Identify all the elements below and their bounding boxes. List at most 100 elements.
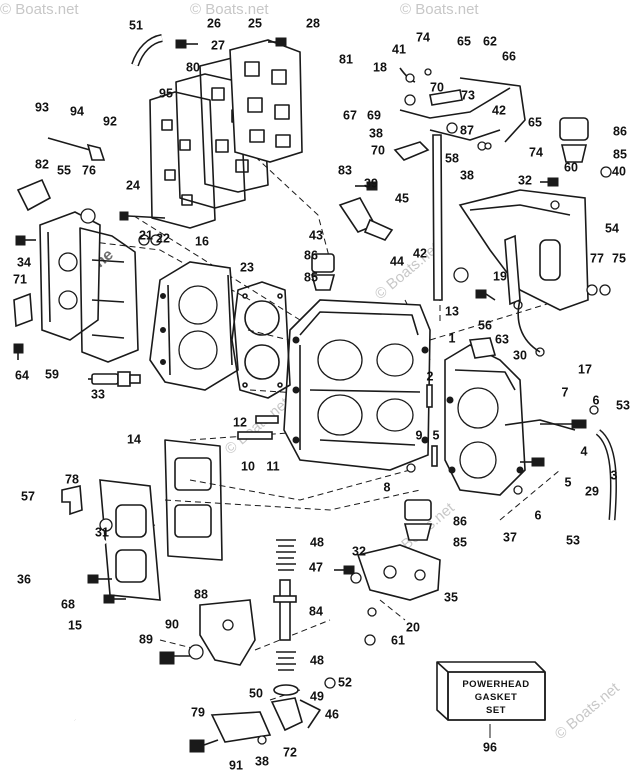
part-callout-21: 21	[139, 228, 153, 242]
part-callout-9: 9	[416, 428, 423, 442]
crankcase-half	[444, 337, 576, 496]
mounting-bracket	[458, 189, 589, 311]
part-callout-5: 5	[433, 428, 440, 442]
part-callout-89: 89	[139, 632, 153, 646]
bolt	[159, 651, 192, 665]
part-callout-19: 19	[493, 269, 507, 283]
part-callout-82: 82	[35, 157, 49, 171]
part-callout-17: 17	[578, 362, 592, 376]
part-callout-64: 64	[15, 368, 29, 382]
part-callout-78: 78	[65, 472, 79, 486]
part-callout-22: 22	[156, 231, 170, 245]
dowel-pin	[237, 431, 273, 440]
part-callout-39: 39	[364, 176, 378, 190]
part-callout-50: 50	[249, 686, 263, 700]
thermostat-grommets	[310, 117, 589, 541]
part-callout-76: 76	[82, 163, 96, 177]
part-callout-25: 25	[248, 16, 262, 30]
part-callout-94: 94	[70, 104, 84, 118]
part-callout-49: 49	[310, 689, 324, 703]
part-callout-57: 57	[21, 489, 35, 503]
bolt	[175, 39, 198, 49]
part-callout-13: 13	[445, 304, 459, 318]
watermark-text: © Boats.net	[400, 1, 479, 18]
part-callout-58: 58	[445, 151, 459, 165]
part-callout-52: 52	[338, 675, 352, 689]
part-callout-6: 6	[535, 508, 542, 522]
part-callout-72: 72	[283, 745, 297, 759]
part-callout-85: 85	[453, 535, 467, 549]
part-callout-20: 20	[406, 620, 420, 634]
part-callout-53: 53	[566, 533, 580, 547]
part-callout-85: 85	[613, 147, 627, 161]
hoses	[41, 34, 618, 722]
bolt	[355, 181, 378, 191]
dowel-pin	[431, 445, 438, 467]
part-callout-41: 41	[392, 42, 406, 56]
part-callout-60: 60	[564, 160, 578, 174]
part-callout-34: 34	[17, 255, 31, 269]
gasket-set-line-1: POWERHEAD	[462, 679, 529, 690]
part-callout-2: 2	[427, 369, 434, 383]
part-callout-79: 79	[191, 705, 205, 719]
pump-bracket	[356, 544, 441, 601]
part-callout-6: 6	[593, 393, 600, 407]
part-callout-74: 74	[529, 145, 543, 159]
part-callout-74: 74	[416, 30, 430, 44]
cylinder-head	[149, 261, 239, 391]
part-callout-18: 18	[373, 60, 387, 74]
part-callout-90: 90	[165, 617, 179, 631]
part-callout-75: 75	[612, 251, 626, 265]
part-callout-59: 59	[45, 367, 59, 381]
part-callout-37: 37	[503, 530, 517, 544]
throttle-linkage	[338, 67, 511, 301]
part-callout-92: 92	[103, 114, 117, 128]
part-callout-35: 35	[444, 590, 458, 604]
part-callout-63: 63	[495, 332, 509, 346]
bolt	[540, 177, 559, 187]
dowel-pin	[255, 415, 279, 424]
part-callout-44: 44	[390, 254, 404, 268]
part-callout-53: 53	[616, 398, 630, 412]
part-callout-48: 48	[310, 653, 324, 667]
head-gasket	[231, 281, 291, 399]
part-callout-73: 73	[461, 88, 475, 102]
part-callout-61: 61	[391, 633, 405, 647]
part-callout-30: 30	[513, 348, 527, 362]
part-callout-10: 10	[241, 459, 255, 473]
part-callout-48: 48	[310, 535, 324, 549]
part-callout-88: 88	[194, 587, 208, 601]
spring-plunger	[273, 539, 299, 696]
part-callout-3: 3	[611, 468, 618, 482]
gasket-set-line-3: SET	[486, 705, 506, 716]
bolt	[268, 37, 287, 47]
part-callout-38: 38	[255, 754, 269, 768]
bolt	[103, 594, 126, 604]
part-callout-46: 46	[325, 707, 339, 721]
part-callout-31: 31	[95, 525, 109, 539]
part-callout-87: 87	[460, 123, 474, 137]
head-cover-and-gasket	[39, 211, 139, 363]
part-callout-62: 62	[483, 34, 497, 48]
part-callout-91: 91	[229, 758, 243, 772]
part-callout-96: 96	[483, 740, 497, 754]
part-callout-42: 42	[413, 246, 427, 260]
part-callout-68: 68	[61, 597, 75, 611]
watermark-text: © Boats.net	[0, 1, 79, 18]
part-callout-83: 83	[338, 163, 352, 177]
part-callout-70: 70	[371, 143, 385, 157]
part-callout-77: 77	[590, 251, 604, 265]
part-callout-84: 84	[309, 604, 323, 618]
part-callout-1: 1	[449, 331, 456, 345]
lower-brackets	[199, 599, 321, 743]
part-callout-4: 4	[581, 444, 588, 458]
bolt	[334, 565, 355, 575]
watermark-text: © Boats.net	[372, 239, 444, 303]
part-callout-93: 93	[35, 100, 49, 114]
cylinder-block	[283, 299, 431, 471]
bolt	[189, 739, 219, 753]
part-callout-86: 86	[453, 514, 467, 528]
part-callout-55: 55	[57, 163, 71, 177]
